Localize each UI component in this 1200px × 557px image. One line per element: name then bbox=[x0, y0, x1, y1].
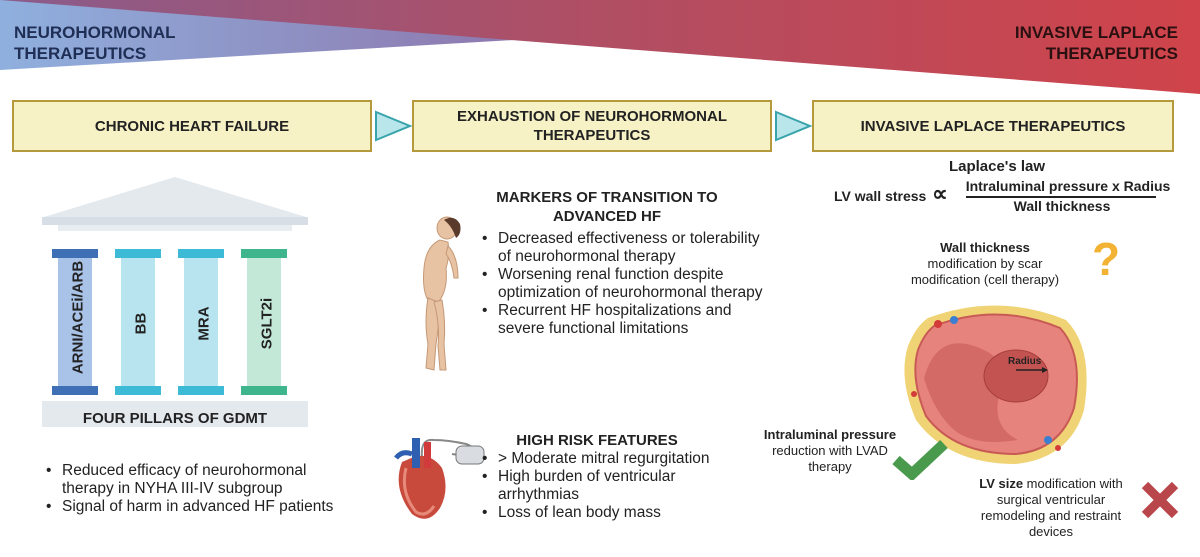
markers-heading: MARKERS OF TRANSITION TO ADVANCED HF bbox=[496, 189, 718, 225]
stage-label: CHRONIC HEART FAILURE bbox=[94, 117, 290, 135]
cross-icon bbox=[1141, 481, 1179, 519]
arrow-icon bbox=[375, 110, 413, 142]
lv-size-term: LV size bbox=[979, 476, 1024, 491]
heart-cross-section-icon bbox=[904, 305, 1087, 464]
list-item: Recurrent HF hospitalizations and severe… bbox=[482, 302, 768, 338]
list-item: Decreased effectiveness or tolerability … bbox=[482, 230, 768, 266]
temple-icon bbox=[42, 177, 308, 427]
stage-chronic-hf: CHRONIC HEART FAILURE bbox=[12, 100, 372, 152]
laplace-label: INVASIVE LAPLACE THERAPEUTICS bbox=[1014, 23, 1178, 63]
stage-label: EXHAUSTION OF NEUROHORMONAL THERAPEUTICS bbox=[457, 108, 727, 144]
therapy-banner bbox=[0, 0, 1200, 94]
risk-heading: HIGH RISK FEATURES bbox=[516, 432, 678, 449]
laplace-denominator: Wall thickness bbox=[1013, 198, 1111, 214]
check-icon bbox=[892, 439, 948, 480]
pillar-sglt2i: SGLT2i bbox=[258, 297, 276, 350]
pressure-term: Intraluminal pressure bbox=[763, 427, 897, 442]
fraction-bar bbox=[966, 196, 1156, 198]
wall-thickness-term: Wall thickness bbox=[940, 240, 1030, 255]
laplace-lhs: LV wall stress bbox=[834, 188, 927, 204]
pressure-note: Intraluminal pressure reduction with LVA… bbox=[756, 427, 904, 475]
list-item: > Moderate mitral regurgitation bbox=[482, 450, 758, 468]
laplace-triangle bbox=[0, 0, 1200, 94]
laplace-numerator: Intraluminal pressure x Radius bbox=[965, 178, 1171, 194]
proportional-symbol: ∝ bbox=[932, 181, 948, 206]
patient-icon bbox=[423, 216, 461, 371]
list-item: Reduced efficacy of neurohormonal therap… bbox=[46, 462, 352, 498]
arrow-icon bbox=[775, 110, 813, 142]
wall-thickness-note: Wall thickness modification by scar modi… bbox=[910, 240, 1060, 288]
stage-label: INVASIVE LAPLACE THERAPEUTICS bbox=[860, 117, 1126, 135]
lv-size-note: LV size modification with surgical ventr… bbox=[966, 476, 1136, 540]
heart-device-icon bbox=[394, 438, 485, 519]
risk-list: > Moderate mitral regurgitation High bur… bbox=[478, 450, 758, 522]
pressure-text: reduction with LVAD therapy bbox=[772, 443, 888, 474]
markers-list: Decreased effectiveness or tolerability … bbox=[478, 230, 768, 338]
stage-exhaustion: EXHAUSTION OF NEUROHORMONAL THERAPEUTICS bbox=[412, 100, 772, 152]
list-item: Worsening renal function despite optimiz… bbox=[482, 266, 768, 302]
lv-size-text: modification with surgical ventricular r… bbox=[980, 476, 1123, 539]
list-item: Signal of harm in advanced HF patients bbox=[46, 498, 352, 516]
pillar-bb: BB bbox=[132, 312, 150, 335]
pillar-arni: ARNI/ACEi/ARB bbox=[69, 260, 87, 375]
list-item: High burden of ventricular arrhythmias bbox=[482, 468, 758, 504]
pillar-mra: MRA bbox=[195, 306, 213, 341]
pillars-caption: FOUR PILLARS OF GDMT bbox=[82, 410, 268, 427]
wall-thickness-text: modification by scar modification (cell … bbox=[910, 256, 1060, 287]
radius-label: Radius bbox=[1008, 356, 1042, 367]
neurohormonal-label: NEUROHORMONAL THERAPEUTICS bbox=[14, 23, 176, 63]
question-icon: ? bbox=[1092, 233, 1121, 285]
laplace-title: Laplace's law bbox=[948, 158, 1046, 175]
list-item: Loss of lean body mass bbox=[482, 504, 758, 522]
stage-invasive-laplace: INVASIVE LAPLACE THERAPEUTICS bbox=[812, 100, 1174, 152]
left-bullet-list: Reduced efficacy of neurohormonal therap… bbox=[42, 462, 352, 516]
